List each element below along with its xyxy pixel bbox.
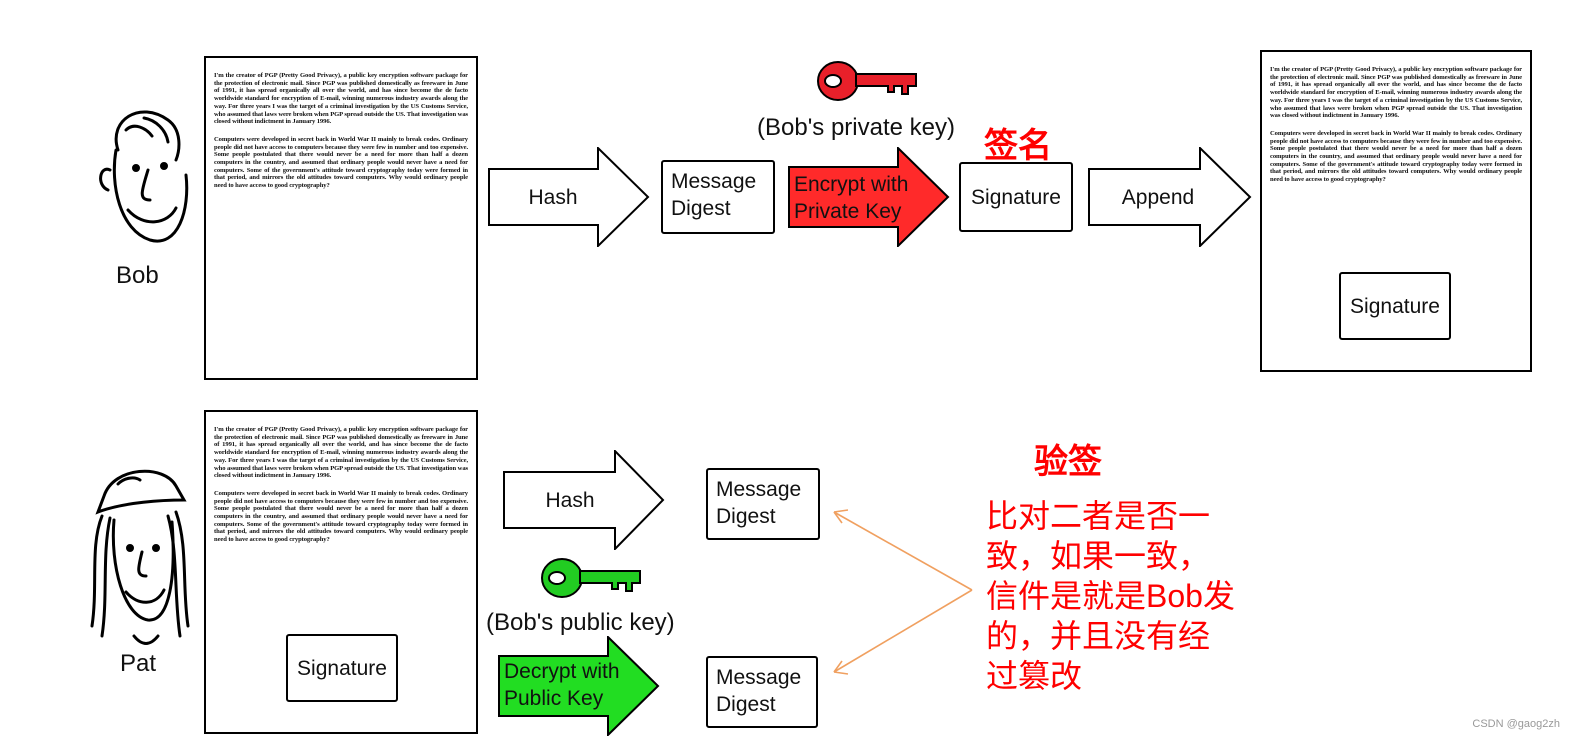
- hash-arrow-bottom: Hash: [503, 450, 665, 550]
- signature-box-top: Signature: [959, 162, 1073, 232]
- public-key-icon: [540, 555, 644, 601]
- signed-document-paragraph-2: Computers were developed in secret back …: [1270, 129, 1522, 184]
- hash-arrow-bottom-label: Hash: [545, 488, 595, 512]
- bob-face-drawing: [99, 110, 189, 243]
- watermark: CSDN @gaog2zh: [1472, 718, 1560, 730]
- append-arrow: Append: [1088, 147, 1252, 247]
- pat-label: Pat: [120, 650, 157, 677]
- verify-explanation: 比对二者是否一致，如果一致，信件是就是Bob发的，并且没有经过篡改: [986, 498, 1235, 694]
- hash-arrow-top: Hash: [488, 147, 650, 247]
- decrypt-arrow-label: Decrypt with Public Key: [504, 660, 620, 710]
- hash-arrow-top-label: Hash: [528, 185, 578, 209]
- private-key-icon: [816, 58, 920, 104]
- decrypt-arrow: Decrypt with Public Key: [498, 636, 660, 736]
- message-digest-box-decrypt: Message Digest: [706, 656, 818, 728]
- received-signature-box: Signature: [286, 634, 398, 702]
- document-paragraph-2: Computers were developed in secret back …: [214, 135, 468, 190]
- document-paragraph-1: I'm the creator of PGP (Pretty Good Priv…: [214, 72, 468, 126]
- append-arrow-label: Append: [1121, 185, 1195, 209]
- message-digest-box-hash: Message Digest: [706, 468, 820, 540]
- sign-title: 签名: [984, 127, 1052, 165]
- pat-face-drawing: [90, 469, 190, 645]
- bob-original-document: I'm the creator of PGP (Pretty Good Priv…: [204, 56, 478, 380]
- encrypt-arrow: Encrypt with Private Key: [788, 147, 950, 247]
- signed-document-signature-box: Signature: [1339, 272, 1451, 340]
- private-key-caption: (Bob's private key): [757, 114, 955, 141]
- encrypt-arrow-label: Encrypt with Private Key: [794, 173, 909, 223]
- bob-avatar: [80, 90, 190, 260]
- pat-avatar: [84, 456, 194, 656]
- message-digest-box-top: Message Digest: [661, 160, 775, 234]
- signed-document-paragraph-1: I'm the creator of PGP (Pretty Good Priv…: [1270, 66, 1522, 120]
- bob-label: Bob: [116, 262, 159, 289]
- public-key-caption: (Bob's public key): [486, 609, 675, 636]
- received-document-paragraph-2: Computers were developed in secret back …: [214, 489, 468, 544]
- received-document-paragraph-1: I'm the creator of PGP (Pretty Good Priv…: [214, 426, 468, 480]
- comparison-connector: [826, 500, 976, 680]
- verify-title: 验签: [1034, 443, 1102, 481]
